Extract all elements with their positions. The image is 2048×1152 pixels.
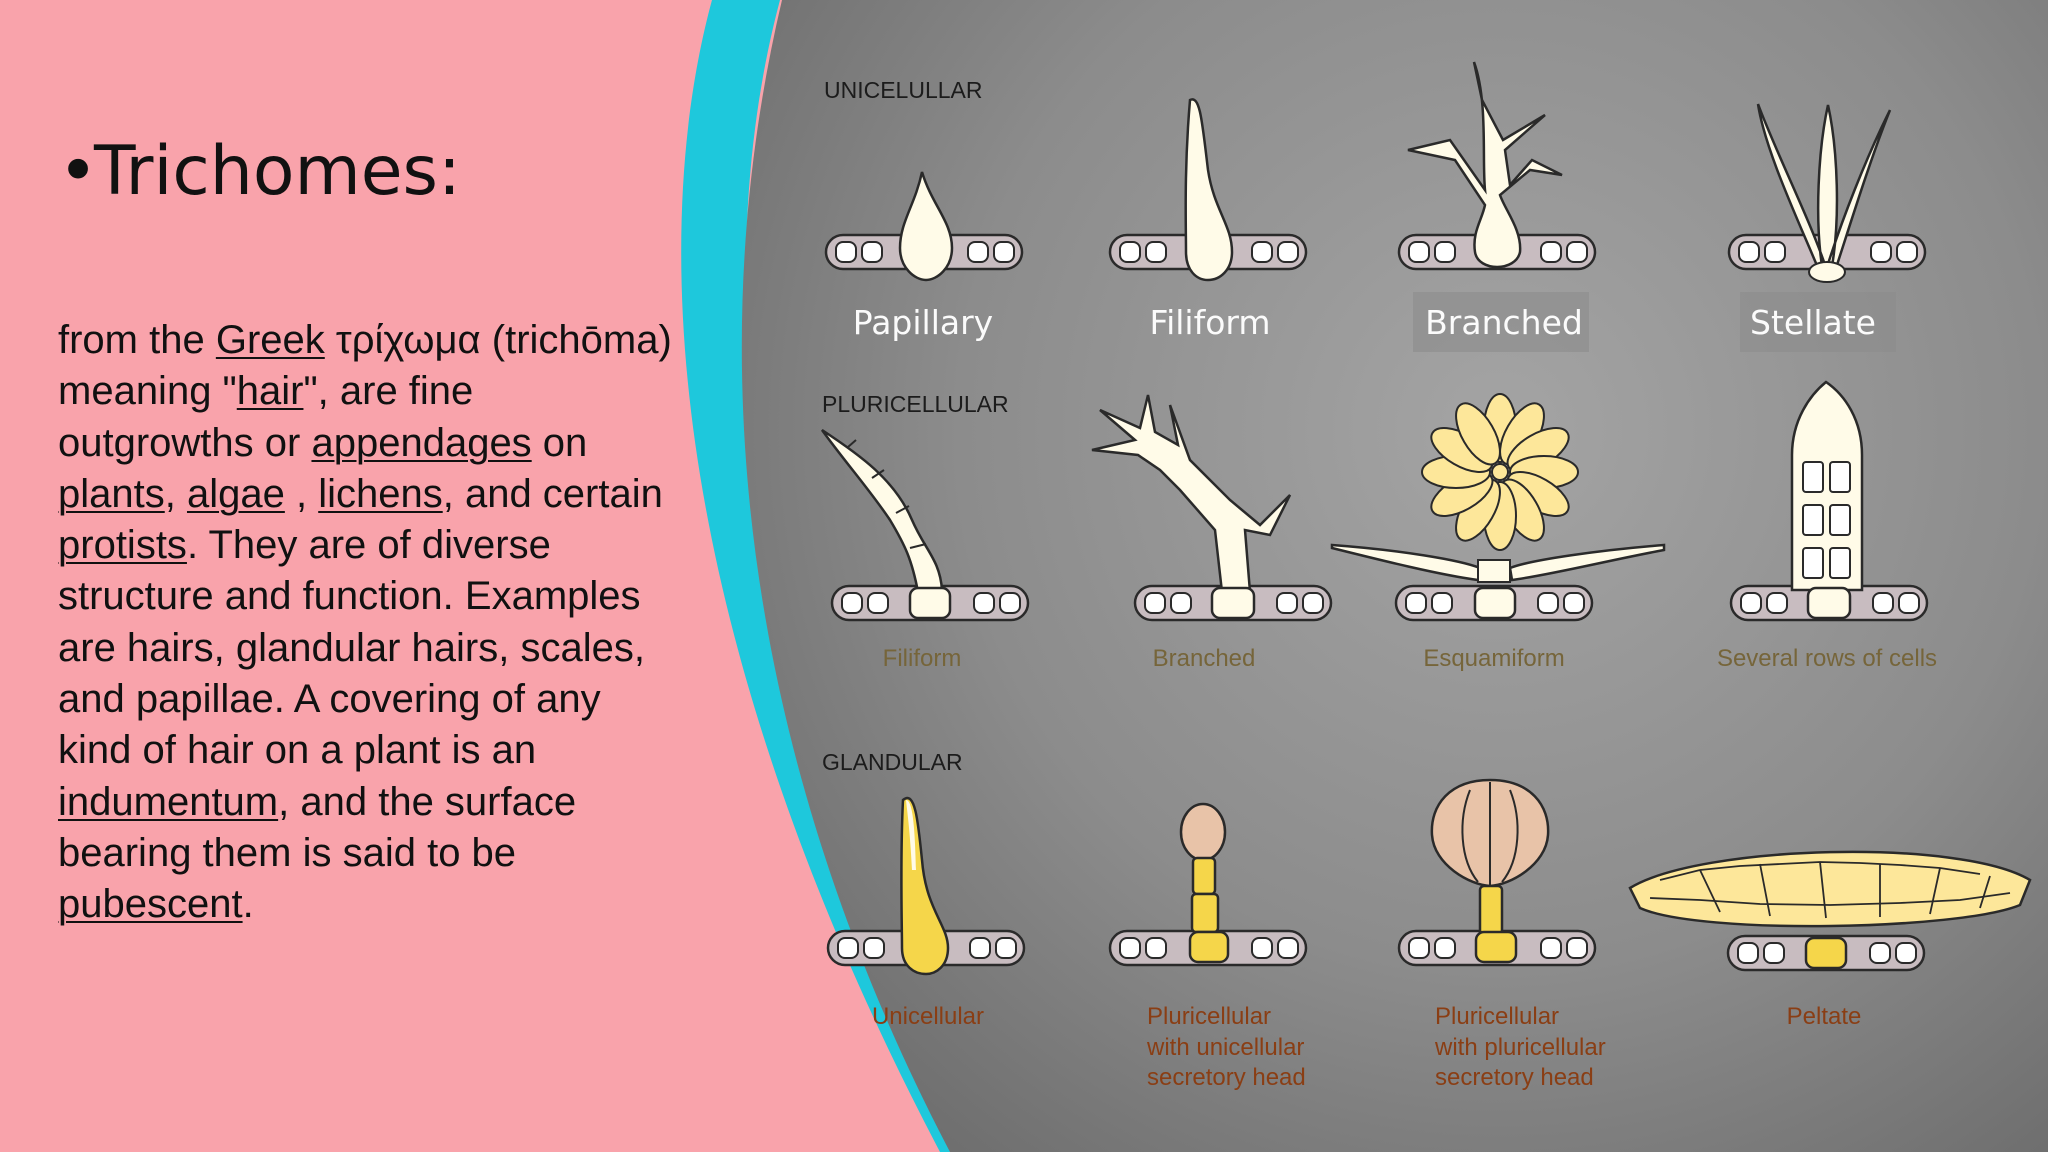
trichome-glandular-unicellular-head — [1108, 802, 1308, 967]
label-papillary: Papillary — [853, 303, 993, 342]
protists-link[interactable]: protists — [58, 523, 187, 568]
greek-link[interactable]: Greek — [215, 318, 325, 362]
trichome-glandular-pluricellular-head — [1397, 778, 1597, 967]
label-filiform: Filiform — [1149, 303, 1270, 342]
heading: •Trichomes: — [58, 138, 461, 206]
section-title-pluricellular: PLURICELLULAR — [822, 391, 1009, 417]
trichome-esquamiform — [1330, 393, 1666, 622]
trichome-filiform-pluricellular — [820, 428, 1030, 622]
label-glandular-pluricellular-head-line3: secretory head — [1435, 1064, 1594, 1091]
label-esquamiform: Esquamiform — [1423, 645, 1564, 672]
label-filiform-pluricellular: Filiform — [883, 645, 962, 672]
section-title-glandular: GLANDULAR — [822, 749, 963, 775]
label-highlight — [1413, 292, 1589, 352]
section-title-unicellular: UNICELULLAR — [824, 77, 983, 103]
body-paragraph: from the Greek τρίχωμα (trichōma) meanin… — [58, 315, 678, 931]
trichome-branched-pluricellular — [1091, 394, 1333, 622]
label-highlight — [1740, 292, 1896, 352]
label-glandular-unicellular-head-line1: Pluricellular — [1147, 1003, 1271, 1030]
hair-link[interactable]: hair — [236, 369, 304, 414]
label-glandular-unicellular-head-line3: secretory head — [1147, 1064, 1306, 1091]
label-glandular-pluricellular-head-line2: with pluricellular — [1434, 1034, 1606, 1061]
heading-title: Trichomes: — [94, 132, 461, 211]
pubescent-link[interactable]: pubescent — [58, 882, 243, 927]
trichome-peltate — [1628, 850, 2032, 972]
scale-flower — [1421, 393, 1579, 551]
lichens-link[interactable]: lichens — [318, 471, 443, 516]
body-text-segment: . They are of diverse structure and func… — [58, 523, 645, 773]
label-peltate: Peltate — [1787, 1003, 1862, 1030]
label-several-rows: Several rows of cells — [1717, 645, 1937, 672]
body-text-segment: from the — [58, 318, 216, 362]
label-branched-pluricellular: Branched — [1153, 645, 1256, 672]
trichome-stellate — [1727, 103, 1927, 283]
body-text-segment: , — [164, 471, 187, 516]
appendages-link[interactable]: appendages — [311, 420, 532, 465]
trichome-branched-unicellular — [1397, 61, 1597, 271]
label-glandular-unicellular: Unicellular — [872, 1003, 984, 1030]
label-glandular-pluricellular-head-line1: Pluricellular — [1435, 1003, 1559, 1030]
body-text-segment: τρίχωμα (trichōma) meaning " — [58, 318, 672, 414]
label-glandular-unicellular-head-line2: with unicellular — [1146, 1034, 1304, 1061]
accent-arc — [681, 0, 960, 1152]
body-text-segment: , and certain — [442, 471, 663, 516]
trichome-filiform-unicellular — [1108, 98, 1308, 282]
body-text-segment: , — [284, 471, 319, 516]
trichome-papillary — [824, 171, 1024, 282]
plants-link[interactable]: plants — [58, 471, 165, 516]
trichome-several-rows — [1729, 380, 1929, 622]
label-stellate: Stellate — [1750, 303, 1876, 342]
indumentum-link[interactable]: indumentum — [58, 779, 279, 824]
body-text-segment: on — [531, 420, 588, 465]
body-text-segment: , and the surface bearing them is said t… — [58, 779, 577, 875]
body-text-segment: ", are fine outgrowths or — [58, 369, 474, 465]
label-branched: Branched — [1425, 303, 1583, 342]
body-text-segment: . — [242, 882, 254, 927]
algae-link[interactable]: algae — [186, 471, 285, 516]
bullet-glyph: • — [58, 132, 99, 211]
trichome-glandular-unicellular — [826, 796, 1026, 976]
